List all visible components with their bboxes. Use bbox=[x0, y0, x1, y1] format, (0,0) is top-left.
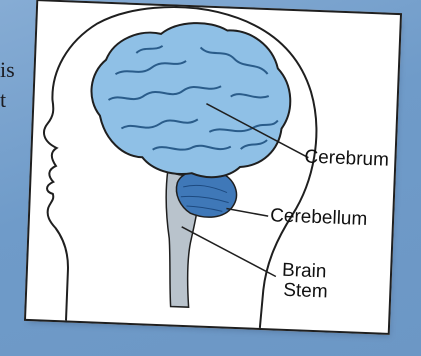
label-brain-stem-line-2: Stem bbox=[283, 281, 328, 303]
text-fragment-line-1: is bbox=[0, 55, 30, 85]
brain-stem-pointer bbox=[180, 227, 278, 277]
label-cerebellum: Cerebellum bbox=[270, 206, 368, 230]
cerebrum bbox=[88, 19, 293, 180]
text-fragment-line-2: t bbox=[0, 85, 30, 115]
cerebellum-pointer bbox=[226, 209, 268, 217]
page-text-fragment: is t bbox=[0, 55, 30, 115]
label-cerebrum: Cerebrum bbox=[304, 148, 389, 171]
brain-diagram-card: Cerebrum Cerebellum Brain Stem bbox=[24, 0, 402, 335]
